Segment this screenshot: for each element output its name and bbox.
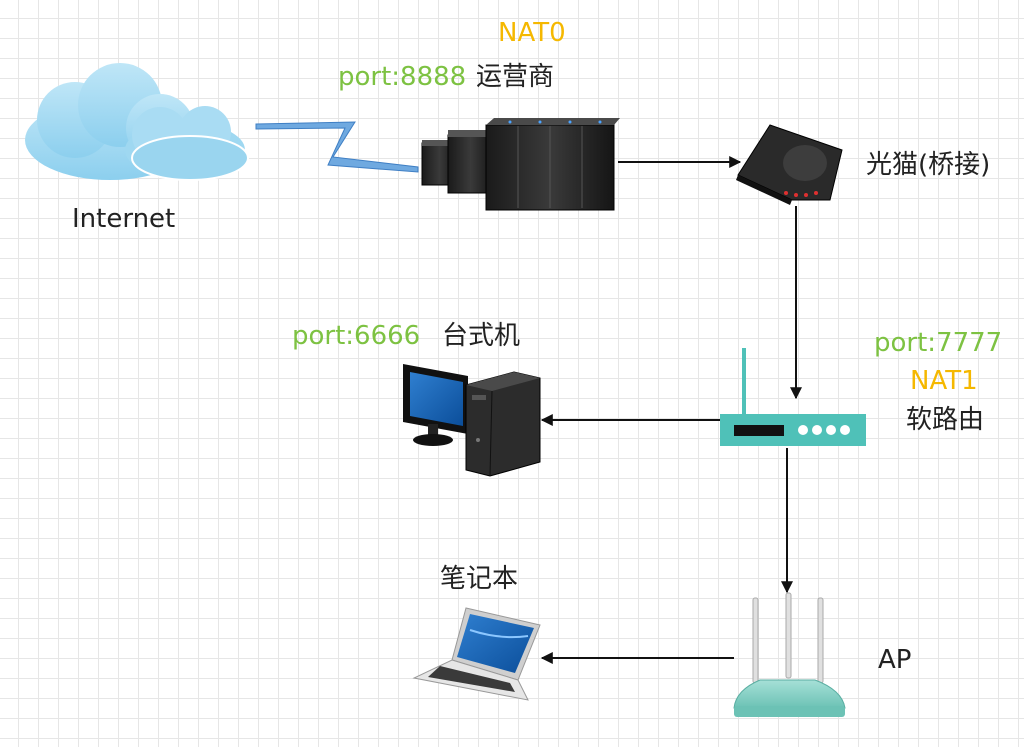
ap-label: AP [878,645,912,675]
desktop-label: 台式机 [442,321,521,351]
modem-label: 光猫(桥接) [866,150,991,180]
isp-port-label: port:8888 [338,62,467,92]
cloud-icon [25,63,249,181]
laptop-label: 笔记本 [440,564,519,594]
desktop-computer-icon [403,364,541,477]
isp-label: 运营商 [476,62,555,92]
wireless-ap-icon [733,592,846,717]
laptop-icon [412,607,541,701]
internet-label: Internet [72,204,176,234]
router-icon [720,348,866,446]
modem-icon [736,124,843,205]
lightning-link [255,121,419,173]
server-rack-icon [421,118,620,211]
connection-arrows [540,156,802,664]
isp-nat-label: NAT0 [498,18,566,48]
desktop-port-label: port:6666 [292,321,421,351]
router-port-label: port:7777 [874,328,1003,358]
router-label: 软路由 [906,405,985,435]
router-nat-label: NAT1 [910,366,978,396]
